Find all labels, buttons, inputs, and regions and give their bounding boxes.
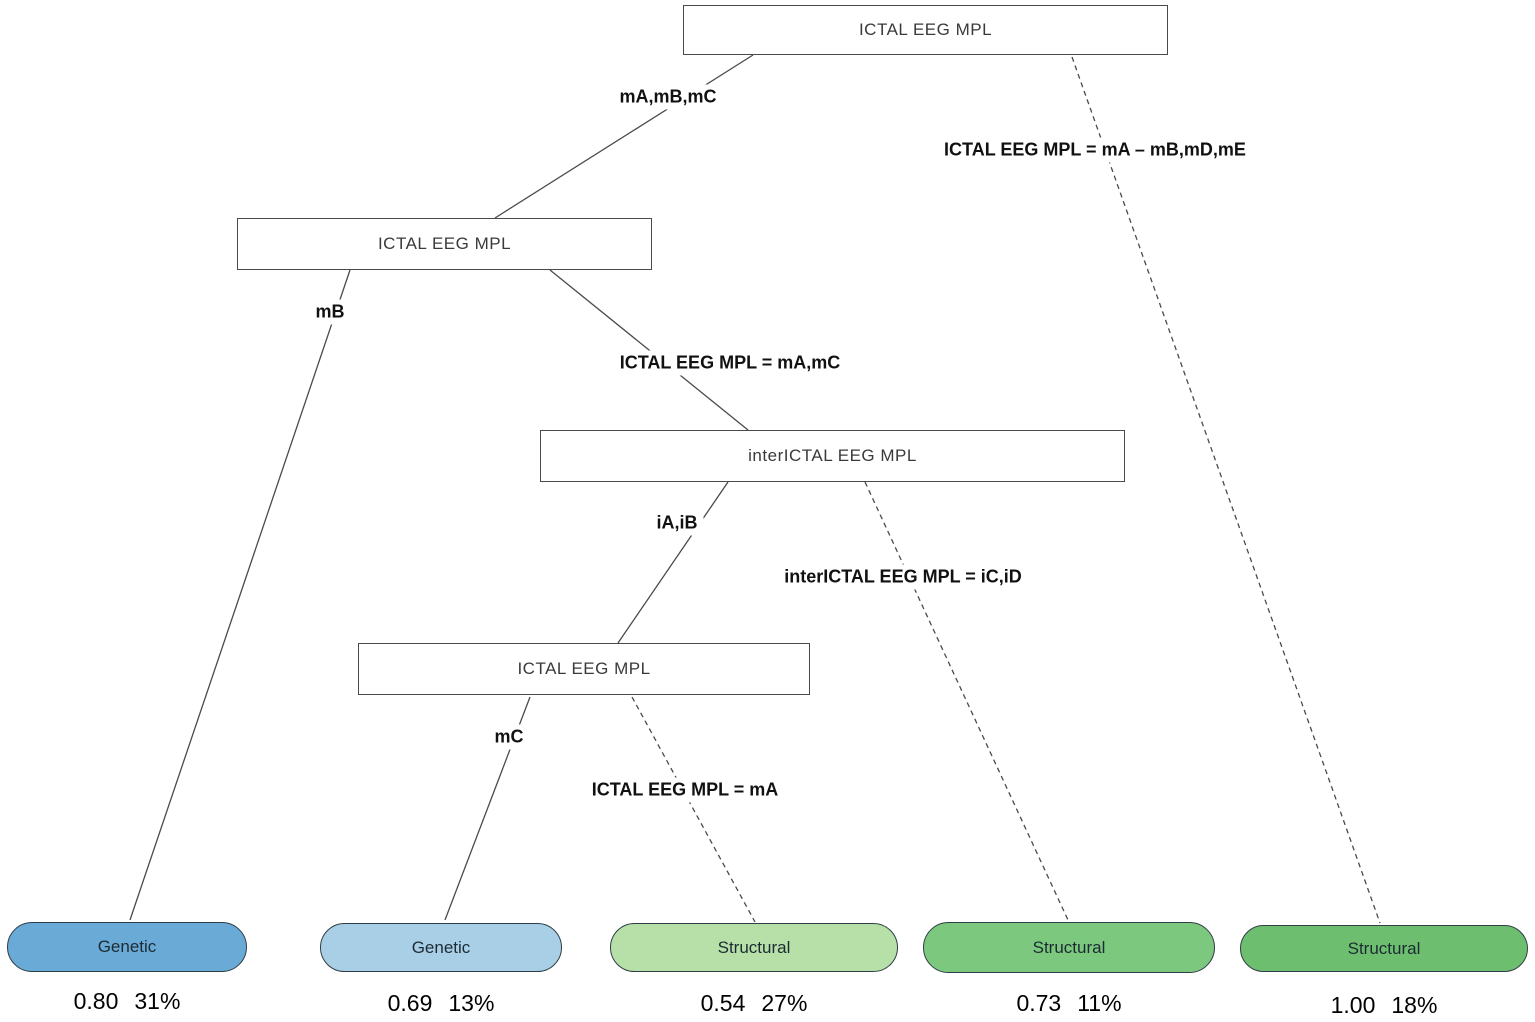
leaf-percent: 18% bbox=[1391, 992, 1438, 1018]
edge-interictal-to-leaf4 bbox=[864, 481, 1069, 921]
edge-node2-to-interictal bbox=[549, 269, 749, 431]
leaf-genetic-2: Genetic bbox=[320, 923, 562, 972]
leaf-percent: 13% bbox=[448, 990, 495, 1016]
leaf-structural-3-label: Structural bbox=[1347, 938, 1421, 958]
interictal-decision-node: interICTAL EEG MPL bbox=[540, 430, 1125, 482]
leaf-structural-2-stats: 0.73 11% bbox=[1016, 990, 1121, 1017]
interictal-decision-node-label: interICTAL EEG MPL bbox=[748, 446, 917, 465]
ictal-decision-node-3: ICTAL EEG MPL bbox=[358, 643, 810, 695]
leaf-genetic-1-label: Genetic bbox=[97, 937, 157, 956]
edge-root-to-node2 bbox=[494, 54, 754, 219]
branch-label-ma-mb-mc: mA,mB,mC bbox=[613, 84, 723, 110]
leaf-structural-3-stats: 1.00 18% bbox=[1331, 992, 1438, 1019]
leaf-value: 0.80 bbox=[73, 988, 119, 1014]
leaf-value: 0.54 bbox=[700, 990, 746, 1016]
edge-node3-to-leaf3 bbox=[631, 696, 756, 923]
root-decision-node-label: ICTAL EEG MPL bbox=[858, 20, 993, 39]
leaf-structural-1: Structural bbox=[610, 923, 898, 972]
branch-label-ictal-ma: ICTAL EEG MPL = mA bbox=[585, 777, 785, 803]
leaf-percent: 27% bbox=[761, 990, 808, 1016]
leaf-value: 0.73 bbox=[1016, 990, 1062, 1016]
leaf-value: 1.00 bbox=[1330, 992, 1376, 1018]
leaf-percent: 11% bbox=[1077, 990, 1122, 1016]
edge-node2-to-leaf1 bbox=[129, 269, 351, 921]
leaf-percent: 31% bbox=[134, 988, 181, 1014]
leaf-structural-1-stats: 0.54 27% bbox=[701, 990, 808, 1017]
leaf-genetic-2-label: Genetic bbox=[411, 937, 471, 957]
branch-label-ia-ib: iA,iB bbox=[650, 510, 704, 536]
branch-label-mc: mC bbox=[488, 724, 530, 750]
leaf-genetic-2-stats: 0.69 13% bbox=[388, 990, 495, 1017]
edge-interictal-to-node3 bbox=[617, 481, 729, 644]
leaf-structural-2: Structural bbox=[923, 922, 1215, 973]
leaf-structural-2-label: Structural bbox=[1032, 937, 1106, 957]
ictal-decision-node-2: ICTAL EEG MPL bbox=[237, 218, 652, 270]
root-decision-node: ICTAL EEG MPL bbox=[683, 5, 1168, 55]
ictal-decision-node-3-label: ICTAL EEG MPL bbox=[517, 659, 651, 678]
leaf-value: 0.69 bbox=[387, 990, 433, 1016]
leaf-structural-1-label: Structural bbox=[717, 937, 791, 957]
branch-label-mb: mB bbox=[309, 299, 351, 325]
branch-label-interictal-ic-id: interICTAL EEG MPL = iC,iD bbox=[778, 564, 1028, 590]
leaf-structural-3: Structural bbox=[1240, 925, 1528, 972]
ictal-decision-node-2-label: ICTAL EEG MPL bbox=[377, 234, 512, 253]
edge-root-to-leaf5 bbox=[1071, 56, 1381, 924]
branch-label-ictal-ma-minus: ICTAL EEG MPL = mA – mB,mD,mE bbox=[938, 137, 1252, 163]
branch-label-ictal-ma-mc: ICTAL EEG MPL = mA,mC bbox=[613, 350, 847, 376]
leaf-genetic-1: Genetic bbox=[7, 922, 247, 972]
leaf-genetic-1-stats: 0.80 31% bbox=[74, 988, 181, 1015]
